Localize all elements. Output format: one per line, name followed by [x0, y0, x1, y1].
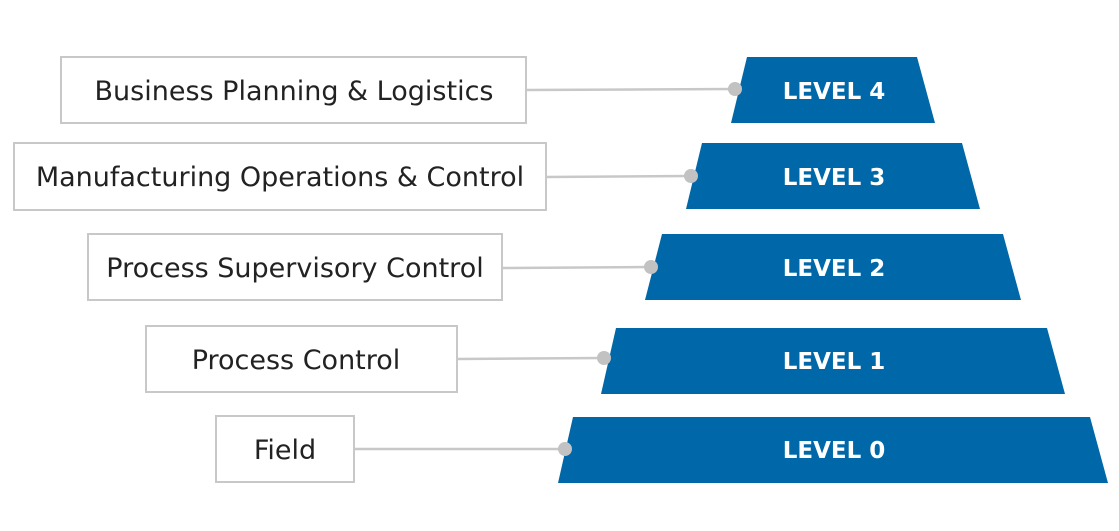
- description-box-level-3: [13, 142, 547, 211]
- level-row-0: Field LEVEL 0: [215, 415, 1108, 483]
- connector-dot-level-0: [558, 442, 572, 456]
- description-level-1: Process Control: [192, 345, 401, 376]
- description-level-2: Process Supervisory Control: [106, 253, 483, 284]
- description-box-level-4: [60, 56, 527, 124]
- connector-level-4: [525, 87, 734, 92]
- connector-level-2: [501, 265, 650, 270]
- connector-level-1: [456, 356, 603, 361]
- tier-label-level-1: LEVEL 1: [783, 349, 886, 375]
- connector-dot-level-2: [644, 260, 658, 274]
- level-row-4: Business Planning & Logistics LEVEL 4: [60, 56, 935, 124]
- description-level-4: Business Planning & Logistics: [95, 76, 494, 107]
- level-row-3: Manufacturing Operations & Control LEVEL…: [13, 142, 980, 211]
- connector-dot-level-3: [684, 169, 698, 183]
- tier-label-level-4: LEVEL 4: [783, 79, 886, 105]
- level-row-2: Process Supervisory Control LEVEL 2: [87, 233, 1021, 301]
- tier-label-level-0: LEVEL 0: [783, 438, 886, 464]
- pyramid-tier-level-1: [601, 328, 1065, 394]
- pyramid-tier-level-2: [645, 234, 1021, 300]
- description-level-3: Manufacturing Operations & Control: [36, 162, 524, 193]
- tier-label-level-2: LEVEL 2: [783, 256, 886, 282]
- tier-label-level-3: LEVEL 3: [783, 165, 886, 191]
- connector-level-3: [545, 174, 690, 179]
- description-level-0: Field: [254, 435, 316, 466]
- description-box-level-2: [87, 233, 503, 301]
- pyramid-tier-level-4: [731, 57, 935, 123]
- connector-dot-level-4: [728, 82, 742, 96]
- connector-dot-level-1: [597, 351, 611, 365]
- description-box-level-0: [215, 415, 355, 483]
- pyramid-tier-level-0: [558, 417, 1108, 483]
- pyramid-tier-level-3: [686, 143, 980, 209]
- level-row-1: Process Control LEVEL 1: [145, 325, 1065, 394]
